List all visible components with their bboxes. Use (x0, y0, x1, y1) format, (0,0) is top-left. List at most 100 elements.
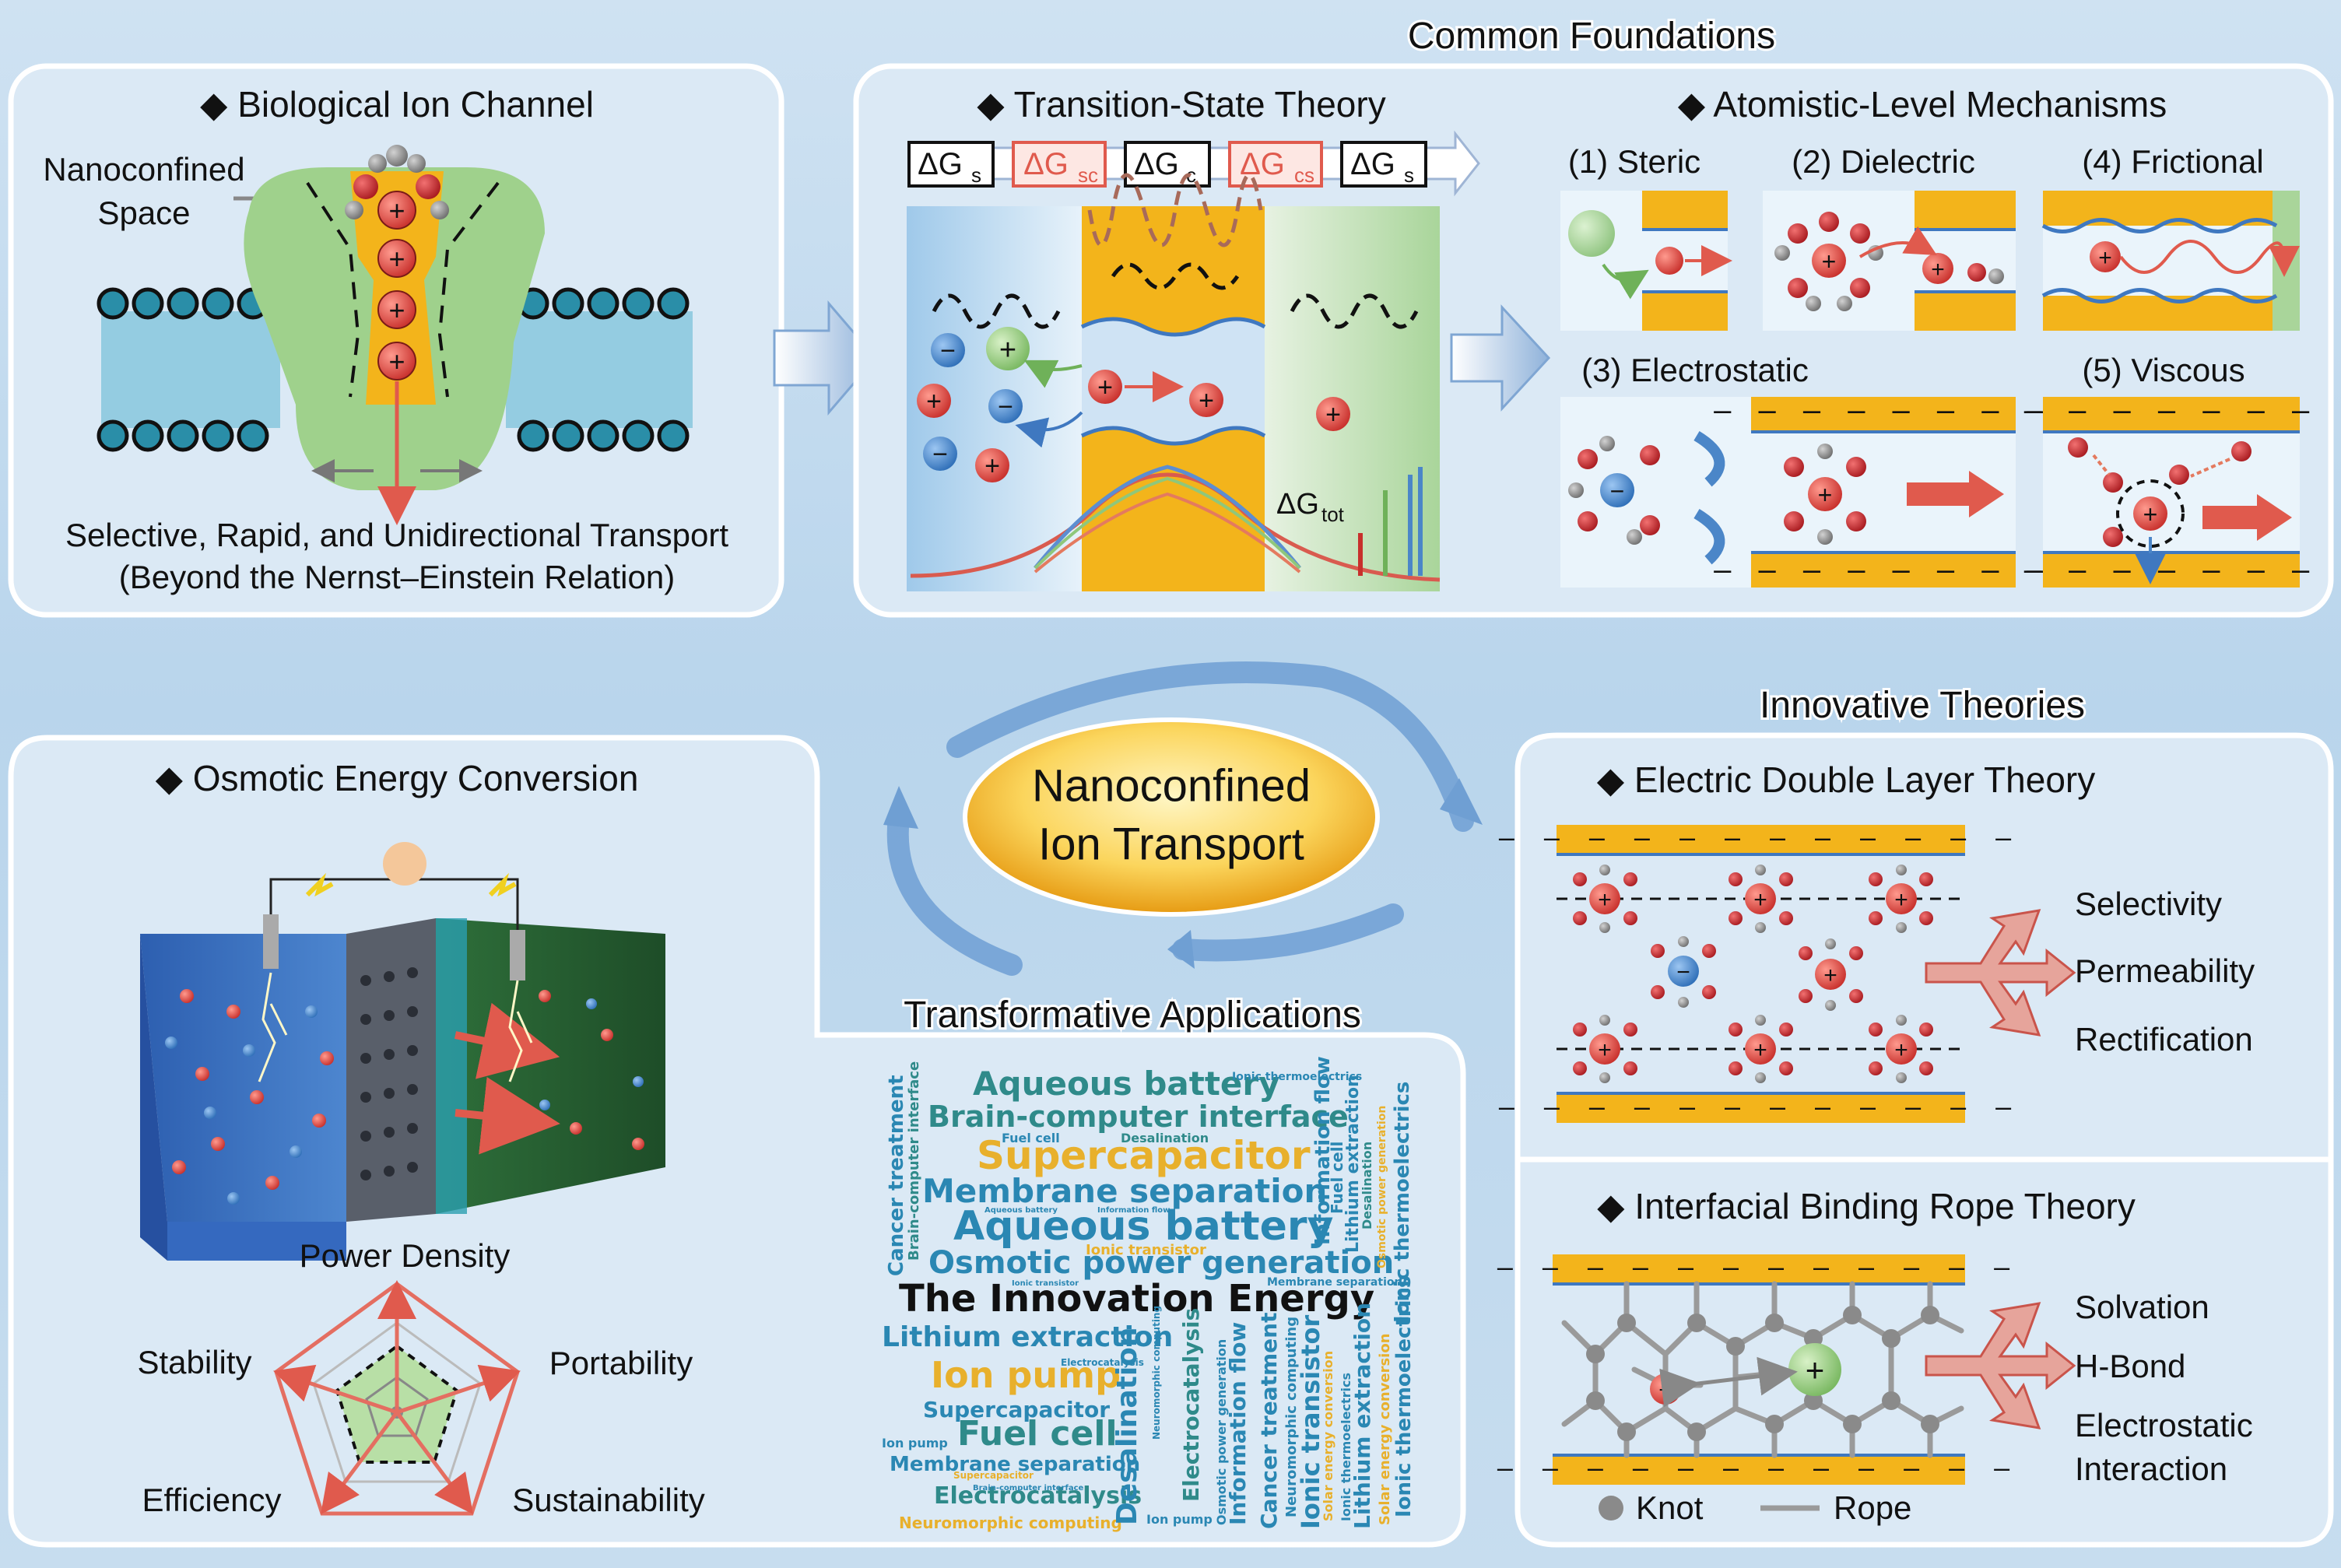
svg-text:+: + (984, 451, 1000, 481)
wc-v-4: Lithium extraction (1343, 1075, 1363, 1253)
mech-electrostatic-illustration: – – – – – – – – – – – – – – – – − + (1560, 393, 2053, 588)
mech-steric: (1) Steric (1568, 143, 1700, 180)
edl-title: ◆ Electric Double Layer Theory (1597, 759, 2095, 800)
wc-h-18: Ion pump (882, 1436, 948, 1450)
svg-text:+: + (1822, 247, 1837, 275)
mech-electrostatic: (3) Electrostatic (1581, 352, 1809, 388)
bio-caption-2: (Beyond the Nernst–Einstein Relation) (119, 559, 675, 595)
center-cycle: Nanoconfined Ion Transport (883, 661, 1483, 976)
osmotic-device (140, 842, 665, 1261)
energy-label-4: ΔG (1240, 147, 1285, 181)
wc-h-12: Electrocatalysis (934, 1482, 1142, 1510)
wc-h-26: Ion pump (1146, 1512, 1213, 1527)
radar-chart: Power Density Stability Portability Effi… (137, 1237, 704, 1518)
svg-text:−: − (1676, 959, 1690, 985)
tst-schematic: − + + − − + + + + ΔG tot (907, 173, 1441, 591)
gate-arrow-right (420, 459, 483, 482)
svg-text:+: + (1823, 963, 1837, 988)
ibr-outcome-solvation: Solvation (2075, 1289, 2209, 1325)
svg-text:+: + (1931, 257, 1945, 282)
svg-text:– – – – – – – – – – – –: – – – – – – – – – – – – (1497, 1251, 2020, 1282)
mech-viscous: (5) Viscous (2082, 352, 2244, 388)
radar-label-left: Stability (137, 1344, 251, 1380)
wc-v-20: Neuromorphic computing (1151, 1306, 1162, 1440)
energy-sub-5: s (1404, 163, 1414, 187)
wc-h-23: Information flow (1097, 1206, 1170, 1215)
svg-text:– – – – – – – – – – – –: – – – – – – – – – – – – (1499, 821, 2022, 853)
wc-v-9: Electrocatalysis (1178, 1308, 1204, 1502)
wc-h-16: Ionic thermoelectrics (1232, 1071, 1362, 1083)
panel-edl-theory: ◆ Electric Double Layer Theory – – – – –… (1499, 732, 2334, 1163)
wc-v-5: Desalination (1360, 1142, 1374, 1229)
energy-label-2: ΔG (1023, 147, 1069, 181)
wc-h-19: Electrocatalysis (1061, 1357, 1144, 1368)
header-transformative-applications: Transformative Applications (904, 994, 1361, 1036)
mech-steric-illustration (1560, 191, 1732, 331)
bio-caption-1: Selective, Rapid, and Unidirectional Tra… (65, 517, 728, 553)
legend-knot-label: Knot (1636, 1489, 1704, 1526)
center-ellipse (963, 717, 1380, 917)
wc-v-10: Information flow (1225, 1322, 1251, 1525)
wc-h-17: Ionic transistor (1086, 1242, 1206, 1258)
wc-h-11: Membrane separation (890, 1453, 1140, 1476)
energy-sub-2: sc (1078, 163, 1098, 187)
energy-label-3: ΔG (1134, 147, 1179, 181)
membrane-right (506, 287, 693, 452)
energy-sub-3: c (1186, 163, 1196, 187)
wc-h-10: Fuel cell (957, 1414, 1118, 1454)
svg-text:−: − (932, 440, 948, 469)
wc-h-24: Aqueous battery (984, 1206, 1058, 1215)
wc-v-11: Cancer treatment (1256, 1313, 1282, 1529)
svg-text:– – – – – – – –: – – – – – – – – (1714, 552, 2053, 587)
edl-outcome-permeability: Permeability (2075, 952, 2255, 989)
wc-h-21: Membrane separation (1267, 1276, 1402, 1289)
panel-biological-ion-channel: ◆ Biological Ion Channel Nanoconfined Sp… (8, 63, 784, 618)
svg-text:+: + (1598, 887, 1612, 913)
svg-text:+: + (388, 346, 405, 377)
radar-label-bottom-right: Sustainability (512, 1482, 704, 1518)
svg-text:– – – – – – – – – – – –: – – – – – – – – – – – – (1497, 1451, 2020, 1483)
wc-v-18: Solar energy conversion (1377, 1333, 1393, 1525)
svg-text:+: + (1199, 386, 1214, 416)
edl-branch-arrow (1925, 909, 2076, 1037)
svg-text:– – – – – – –: – – – – – – – (2024, 552, 2318, 587)
svg-text:+: + (1598, 1037, 1612, 1063)
channel-pore (350, 171, 444, 405)
wc-h-22: Ionic transistor (1012, 1279, 1079, 1288)
legend-rope-label: Rope (1834, 1489, 1911, 1526)
energy-label-5: ΔG (1350, 147, 1395, 181)
wc-v-12: Ionic transistor (1296, 1314, 1325, 1529)
atomistic-title: ◆ Atomistic-Level Mechanisms (1678, 84, 2167, 125)
panel-osmotic-energy: ◆ Osmotic Energy Conversion (8, 735, 1466, 1548)
membrane-left (97, 287, 280, 452)
ibr-illustration: – – – – – – – – – – – – – – – – – – – – … (1497, 1251, 2020, 1526)
radar-label-right: Portability (549, 1345, 693, 1381)
bio-label-line1: Nanoconfined (43, 151, 244, 188)
wc-h-14: Fuel cell (1002, 1131, 1060, 1145)
bio-title: ◆ Biological Ion Channel (200, 84, 594, 125)
wc-h-4: Aqueous battery (953, 1203, 1333, 1250)
tst-total-label: ΔG (1276, 488, 1319, 521)
panel-ibr-theory: ◆ Interfacial Binding Rope Theory – – – … (1497, 1156, 2334, 1548)
ibr-outcome-interaction: Interaction (2075, 1450, 2227, 1487)
pore-dashed-boundaries (306, 181, 500, 398)
wc-h-9: Supercapacitor (923, 1397, 1110, 1422)
svg-text:+: + (926, 387, 942, 416)
wc-v-19: Osmotic power generation (1214, 1339, 1229, 1525)
svg-text:+: + (388, 294, 405, 326)
svg-text:+: + (1818, 481, 1833, 509)
svg-text:– – – – – – – – – – – –: – – – – – – – – – – – – (1499, 1090, 2022, 1122)
radar-label-bottom-left: Efficiency (142, 1482, 282, 1518)
wc-h-8: Ion pump (931, 1354, 1121, 1396)
svg-text:+: + (1894, 1037, 1908, 1063)
wc-v-7: Ionic thermoelectrics (1391, 1082, 1414, 1323)
svg-text:+: + (1806, 1352, 1825, 1388)
center-title-line1: Nanoconfined (1032, 761, 1311, 812)
wc-h-13: Neuromorphic computing (899, 1514, 1122, 1532)
wc-v-15: Solar energy conversion (1321, 1351, 1335, 1521)
wc-v-17: Ionic thermoelectrics (1392, 1276, 1416, 1517)
svg-text:+: + (1325, 400, 1341, 430)
svg-text:−: − (940, 336, 956, 366)
mech-frictional-illustration: + (2041, 191, 2300, 331)
